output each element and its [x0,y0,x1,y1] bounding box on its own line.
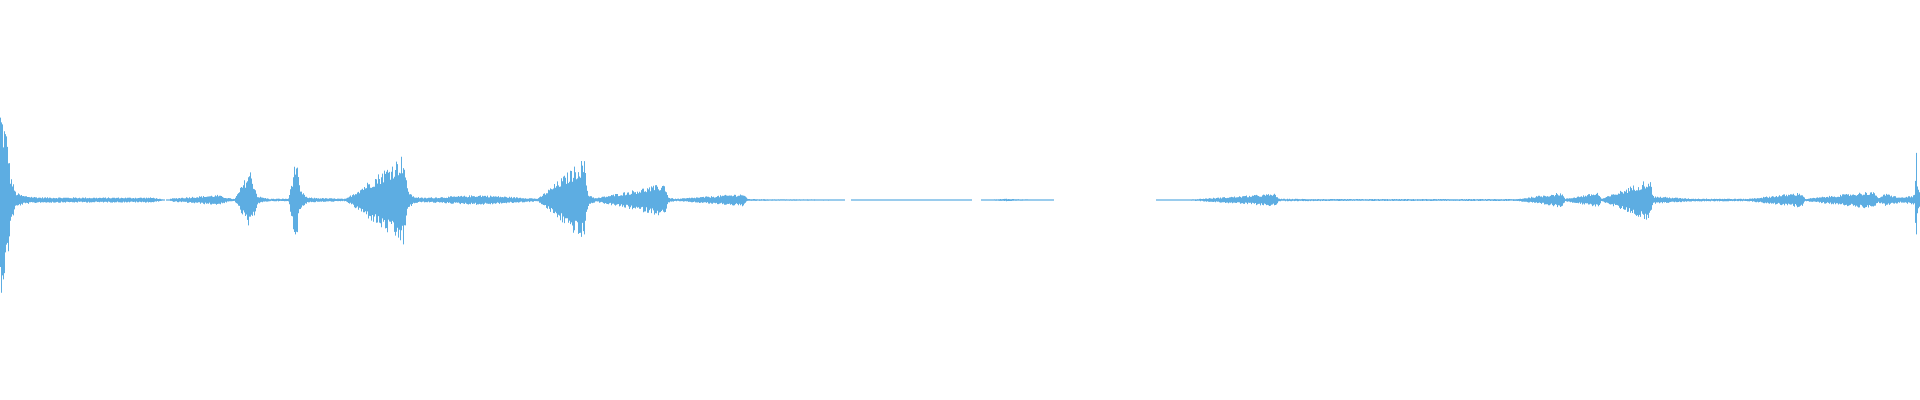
waveform-series [0,117,1920,293]
